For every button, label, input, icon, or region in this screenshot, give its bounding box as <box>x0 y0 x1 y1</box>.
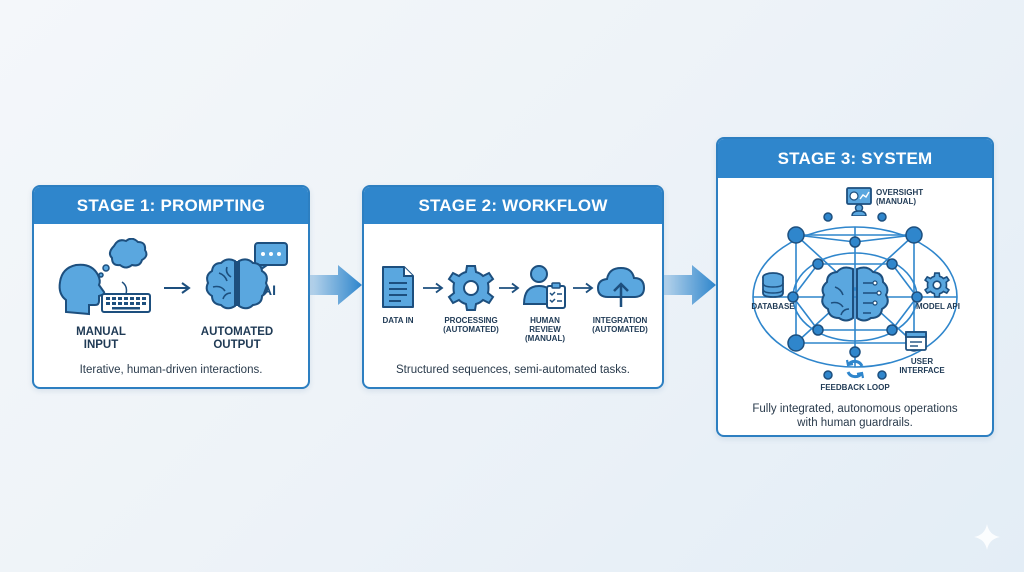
window-icon <box>905 331 927 351</box>
stage2-card: STAGE 2: WORKFLOW <box>362 185 664 389</box>
sparkle-icon <box>974 524 1000 550</box>
step-integration-label: INTEGRATION (AUTOMATED) <box>592 316 648 335</box>
user-interface-label: USER INTERFACE <box>899 357 945 376</box>
stage1-caption: Iterative, human-driven interactions. <box>79 364 263 376</box>
stage3-caption: Fully integrated, autonomous operations … <box>752 403 958 430</box>
network-diagram <box>752 212 958 380</box>
step-processing-label: PROCESSING (AUTOMATED) <box>443 316 499 335</box>
refresh-icon <box>845 359 865 379</box>
oversight-label: OVERSIGHT (MANUAL) <box>876 188 924 207</box>
feedback-loop-label: FEEDBACK LOOP <box>820 383 890 392</box>
arrow-right-icon <box>499 282 520 294</box>
database-icon <box>762 272 784 298</box>
stage1-card: STAGE 1: PROMPTING AI MANUAL <box>32 185 310 389</box>
stage3-card: STAGE 3: SYSTEM <box>716 137 994 437</box>
arrow-right-icon <box>573 282 594 294</box>
database-label: DATABASE <box>751 302 795 311</box>
stage3-title: STAGE 3: SYSTEM <box>718 139 992 178</box>
human-keyboard-icon <box>58 238 151 316</box>
manual-input-label: MANUAL INPUT <box>76 326 126 352</box>
automated-output-label: AUTOMATED OUTPUT <box>200 326 274 352</box>
arrow-right-icon <box>164 282 191 294</box>
step-human-review-label: HUMAN REVIEW (MANUAL) <box>525 316 565 344</box>
stage2-caption: Structured sequences, semi-automated tas… <box>396 364 630 376</box>
gear-icon <box>447 265 495 311</box>
step-data-in-label: DATA IN <box>382 316 414 325</box>
stage-arrow-2 <box>662 265 716 305</box>
person-checklist-icon <box>522 265 566 309</box>
oversight-dashboard-icon <box>846 187 872 216</box>
stage-arrow-1 <box>308 265 362 305</box>
ai-text: AI <box>262 282 276 298</box>
model-api-label: MODEL API <box>915 302 960 311</box>
gear-icon <box>924 272 950 298</box>
ai-brain-icon <box>205 242 288 310</box>
stage2-title: STAGE 2: WORKFLOW <box>364 187 662 224</box>
arrow-right-icon <box>423 282 444 294</box>
document-icon <box>382 266 414 308</box>
stage1-title: STAGE 1: PROMPTING <box>34 187 308 224</box>
cloud-upload-icon <box>596 266 646 307</box>
